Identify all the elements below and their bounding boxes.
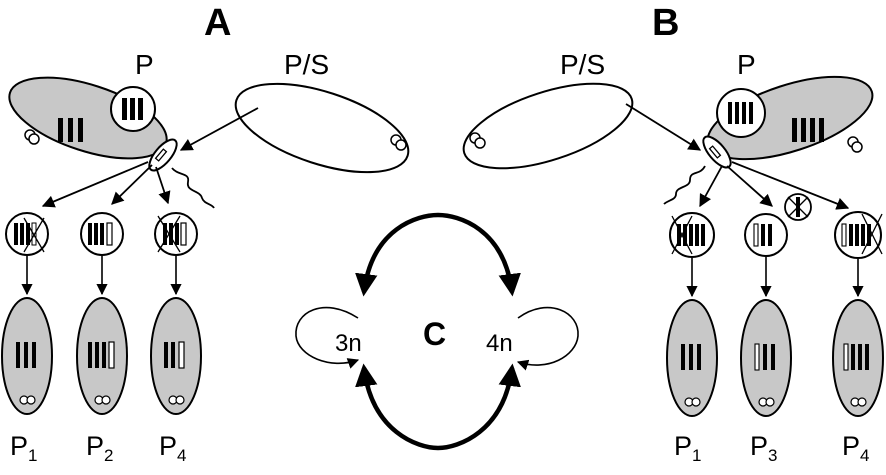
contractile-vacuole-icon [469,132,486,149]
panel-label-b: B [652,2,680,44]
parent-cell-b [663,75,874,205]
partner-cell-b [462,82,634,170]
chromosome-set-icon [792,118,824,142]
ploidy-3n-label: 3n [335,330,362,357]
fusion-arrow-b [625,103,702,151]
zygote-nucleus-b3 [834,211,883,259]
micronucleus-circle-icon [716,88,766,138]
arrow-to-zygote-2 [111,164,153,205]
zygote-nucleus-b1 [669,212,715,258]
panel-b [462,75,884,417]
zygote-nucleus-b2 [744,193,812,257]
partner-cell-a [234,82,410,174]
progeny-cell-b3 [832,299,884,417]
panel-label-c: C [423,316,447,352]
arrow-to-zygote-2 [726,165,773,207]
arrow-to-zygote-1 [41,161,149,208]
progeny-cell-b2 [740,299,792,417]
progeny-cell-a3 [150,297,202,415]
progeny-cell-b1 [666,299,718,417]
cycle-arrow-lower [355,363,521,451]
progeny-label-a3: P4 [159,431,187,465]
chromosome-set-icon [58,118,83,142]
fusion-arrow-a [179,107,259,151]
flagellum-icon [171,167,215,209]
contractile-vacuole-icon [24,129,40,145]
progeny-cell-a2 [76,297,128,415]
progeny-label-b1: P1 [674,431,702,465]
parent-label-a: P [135,49,154,80]
progeny-label-b3: P4 [842,431,870,465]
flagellum-icon [663,165,706,205]
zygote-nucleus-a3 [154,212,198,256]
arrow-to-zygote-3 [155,166,171,205]
cycle-arrow-upper [355,212,521,297]
partner-label-b: P/S [560,49,606,80]
zygote-nucleus-a2 [80,212,124,256]
progeny-cell-a1 [1,297,53,415]
panel-c-cycle [295,212,579,451]
micronucleus-circle-icon [110,86,156,132]
progeny-label-b2: P3 [750,431,778,465]
progeny-label-a1: P1 [10,431,38,465]
panel-a [1,76,410,415]
gametic-nucleus-icon [702,135,732,169]
panel-label-a: A [204,2,232,44]
parent-label-b: P [737,49,756,80]
contractile-vacuole-icon [390,134,407,151]
partner-label-a: P/S [284,49,330,80]
ploidy-4n-label: 4n [486,330,513,357]
self-loop-4n [516,306,579,371]
contractile-vacuole-icon [847,136,863,153]
gametic-nucleus-icon [148,138,178,172]
arrow-to-zygote-3 [731,161,850,210]
progeny-label-a2: P2 [86,431,114,465]
arrow-to-zygote-1 [699,165,723,208]
self-loop-3n [295,306,360,369]
eliminated-chromosome-icon [784,193,812,221]
parent-cell-a [8,76,215,209]
zygote-nucleus-a1 [5,212,49,256]
